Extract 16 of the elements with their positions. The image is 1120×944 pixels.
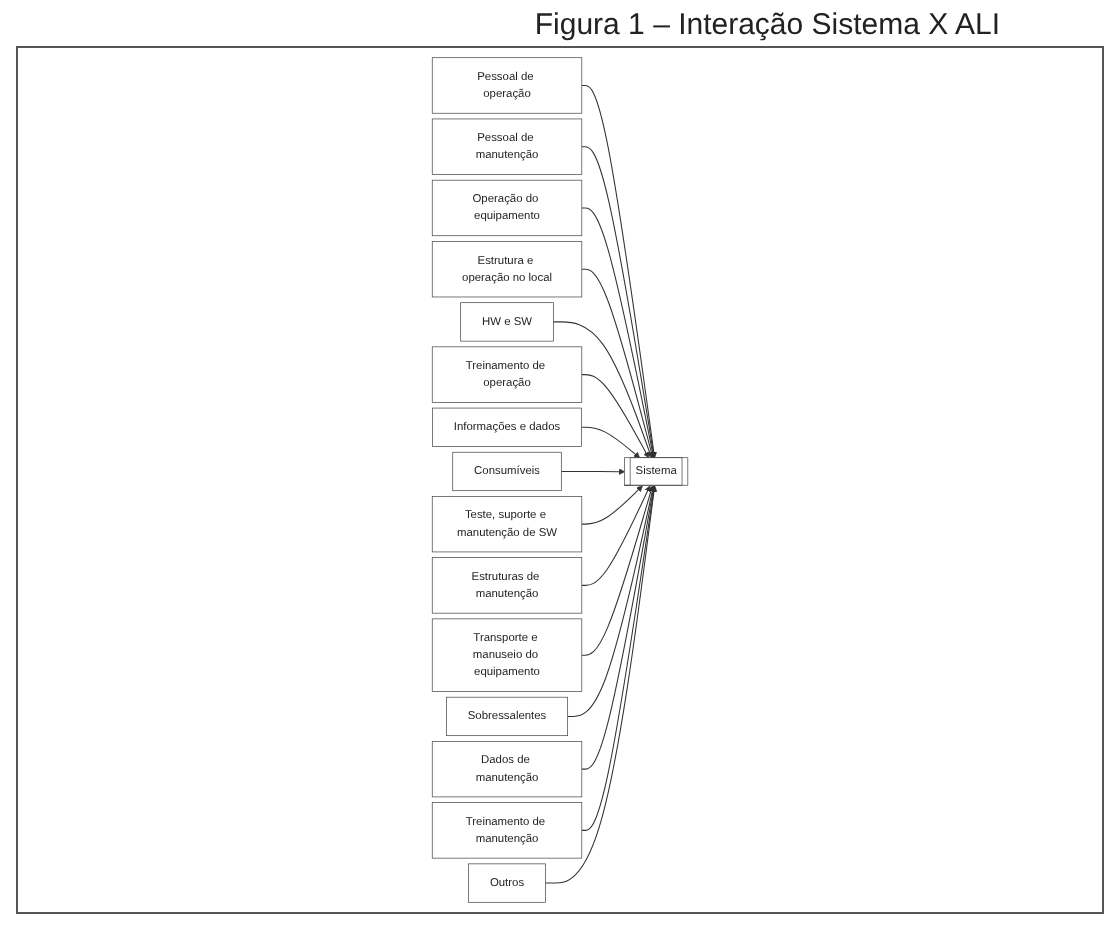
arrow [581,84,657,459]
arrow [581,146,657,459]
arrow [581,485,654,656]
arrow [581,426,641,459]
arrow [581,374,650,459]
arrow [544,485,658,884]
arrow [581,485,643,525]
arrow [581,207,656,459]
arrow [560,468,626,475]
arrow [581,485,657,831]
arrow [581,485,657,770]
arrow [552,321,653,459]
arrow [581,485,651,586]
figure-title: Figura 1 – Interação Sistema X ALI [532,6,1002,46]
arrow [567,485,656,717]
arrow [581,268,655,459]
